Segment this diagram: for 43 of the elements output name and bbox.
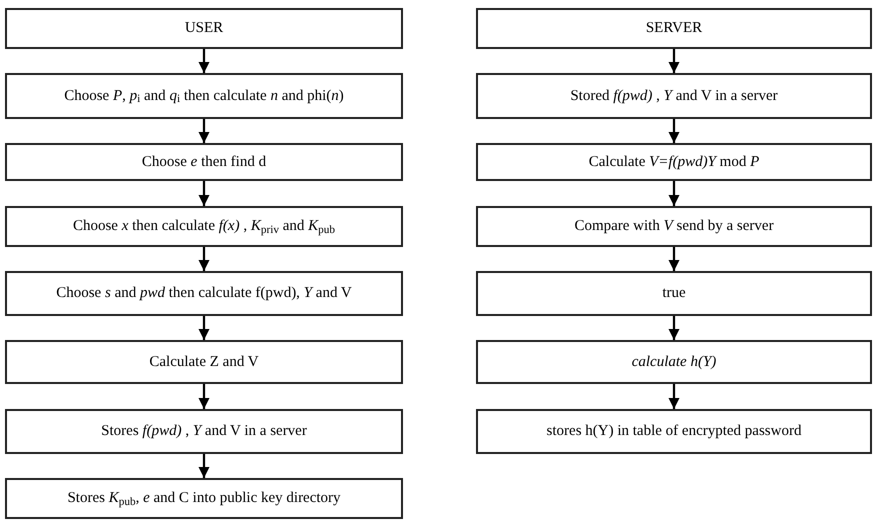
step-text: true [662,284,686,303]
step-text: Stores K$_{pub}$, e and C into public key directory [67,489,341,508]
process-box [5,409,403,454]
process-box [476,206,872,247]
arrow [668,316,680,340]
step-text: Choose x then calculate f(x) , K$_{priv}$ and K$_{pub}$ [72,217,336,236]
process-box [5,271,403,316]
process-box [5,73,403,119]
process-box [5,340,403,384]
step-text: Stored f(pwd) , Y and V in a server [570,86,778,106]
arrow [198,316,210,340]
step-text: Stores f(pwd) , Y and V in a server [101,422,307,441]
process-box [5,8,403,49]
step-text: Choose s and pwd then calculate f(pwd), Y and V [56,284,352,303]
arrow [668,384,680,409]
step-text: Calculate Z and V [149,352,259,372]
process-box [5,206,403,247]
process-box [476,143,872,181]
process-box [476,409,872,454]
step-text: USER [184,19,224,38]
process-box [476,271,872,316]
step-text: Calculate V=f(pwd)Y mod P [588,152,760,172]
arrow [668,49,680,73]
step-text: Compare with V send by a server [574,217,774,236]
process-box [5,478,403,519]
arrow [198,181,210,206]
step-text: stores h(Y) in table of encrypted password [546,422,802,441]
arrow [198,247,210,271]
arrow [668,247,680,271]
process-box [476,8,872,49]
step-text: calculate h(Y) [632,352,716,372]
arrow [668,119,680,143]
arrow [668,181,680,206]
step-text: SERVER [646,19,702,38]
arrow [198,454,210,478]
step-text: Choose P, p$_{i}$ and q$_{i}$ then calculate n and phi(n) [64,86,344,106]
arrow [198,384,210,409]
process-box [476,340,872,384]
arrow [198,119,210,143]
process-box [476,73,872,119]
step-text: Choose e then find d [142,152,266,172]
process-box [5,143,403,181]
arrow [198,49,210,73]
